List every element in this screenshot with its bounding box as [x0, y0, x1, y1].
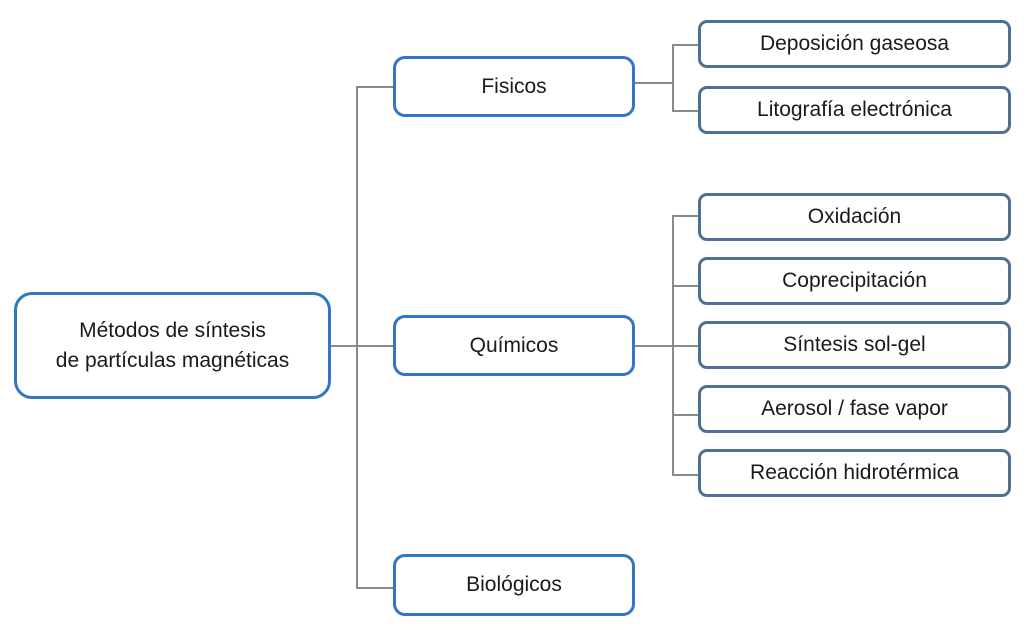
connector-leaf-deposicion: [672, 44, 699, 46]
method-label: Aerosol / fase vapor: [761, 397, 948, 420]
root-node-label: Métodos de síntesis de partículas magnét…: [56, 316, 289, 376]
root-label-line2: de partículas magnéticas: [55, 348, 290, 372]
method-node-deposicion-gaseosa[interactable]: Deposición gaseosa: [698, 20, 1011, 68]
root-node[interactable]: Métodos de síntesis de partículas magnét…: [14, 292, 331, 399]
method-node-aerosol-fase-vapor[interactable]: Aerosol / fase vapor: [698, 385, 1011, 433]
method-node-sintesis-sol-gel[interactable]: Síntesis sol-gel: [698, 321, 1011, 369]
connector-fisicos-vertical: [672, 44, 674, 112]
method-label: Deposición gaseosa: [759, 32, 950, 55]
connector-leaf-coprecipitacion: [672, 285, 699, 287]
connector-quimicos-branch: [634, 345, 673, 347]
connector-trunk: [356, 86, 358, 588]
connector-root-trunk: [330, 345, 394, 347]
method-label: Síntesis sol-gel: [783, 333, 926, 356]
connector-leaf-hidrotermica: [672, 474, 699, 476]
root-label-line1: Métodos de síntesis: [79, 318, 266, 342]
method-node-coprecipitacion[interactable]: Coprecipitación: [698, 257, 1011, 305]
connector-trunk-biologicos: [356, 587, 394, 589]
connector-trunk-fisicos: [356, 86, 394, 88]
method-label: Oxidación: [807, 205, 902, 228]
connector-leaf-litografia: [672, 110, 699, 112]
category-label: Biológicos: [466, 573, 562, 596]
method-label: Coprecipitación: [782, 269, 927, 292]
method-node-reaccion-hidrotermica[interactable]: Reacción hidrotérmica: [698, 449, 1011, 497]
category-label: Químicos: [469, 333, 559, 357]
method-label: Reacción hidrotérmica: [750, 461, 959, 484]
method-label: Litografía electrónica: [757, 98, 952, 121]
category-label: Fisicos: [481, 74, 547, 98]
category-node-biologicos[interactable]: Biológicos: [393, 554, 635, 616]
method-node-oxidacion[interactable]: Oxidación: [698, 193, 1011, 241]
method-node-litografia-electronica[interactable]: Litografía electrónica: [698, 86, 1011, 134]
connector-leaf-oxidacion: [672, 215, 699, 217]
connector-leaf-aerosol: [672, 414, 699, 416]
connector-leaf-solgel: [672, 345, 699, 347]
category-node-fisicos[interactable]: Fisicos: [393, 56, 635, 117]
category-node-quimicos[interactable]: Químicos: [393, 315, 635, 376]
connector-fisicos-branch: [634, 82, 673, 84]
